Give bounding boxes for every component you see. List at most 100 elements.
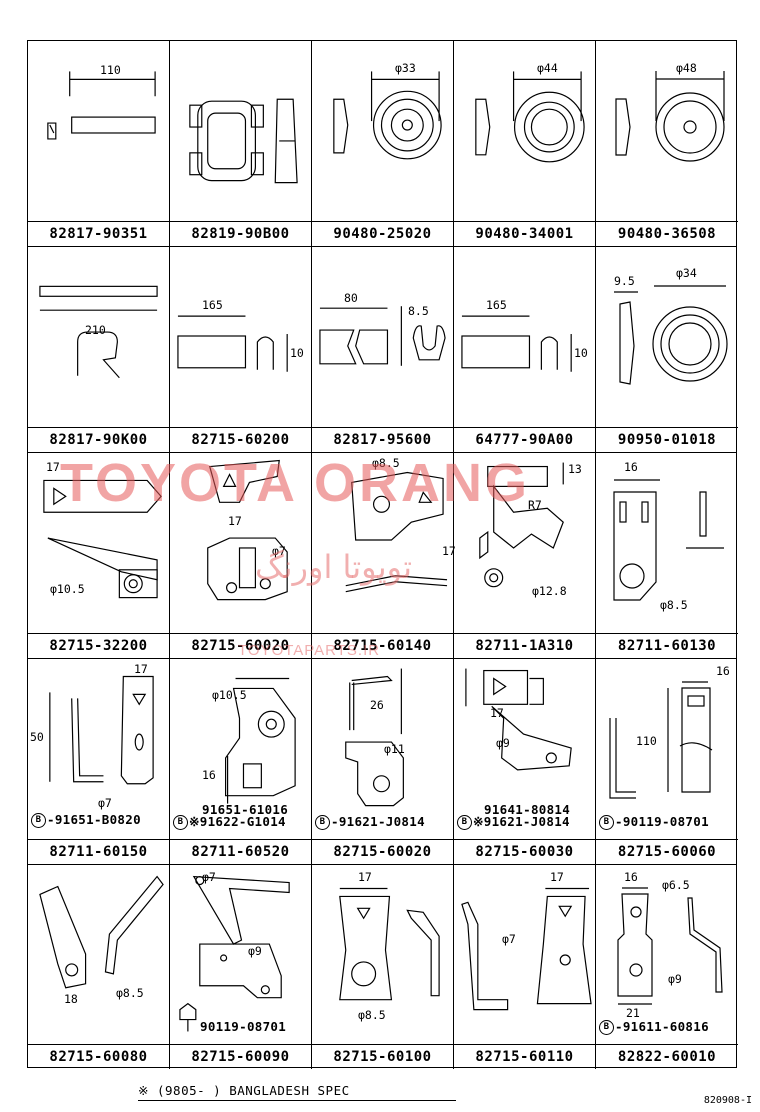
part-cell[interactable]: 16 φ8.5 82711-60130 [596, 452, 738, 658]
part-number[interactable]: 82715-60020 [170, 633, 311, 658]
dim-label: φ34 [676, 266, 697, 280]
grommet-drawing [614, 285, 728, 385]
dim-label: 16 [716, 664, 730, 678]
part-cell[interactable]: φ8.5 17 82715-60140 [312, 452, 456, 658]
dim-label: 16 [624, 460, 638, 474]
dim-label: 16 [624, 870, 638, 884]
part-cell[interactable]: 17 φ7 82715-60020 [170, 452, 312, 658]
sub-part-number[interactable]: B-91611-60816 [599, 1019, 709, 1035]
part-number[interactable]: 90480-36508 [596, 221, 738, 246]
sub-part-number[interactable]: 91651-61016 [202, 802, 289, 817]
part-number[interactable]: 90480-34001 [454, 221, 595, 246]
sub-part-number[interactable]: B-91621-J0814 [315, 814, 425, 830]
sub-part-number[interactable]: 90119-08701 [200, 1019, 287, 1034]
dim-label: φ8.5 [358, 1008, 386, 1022]
part-number[interactable]: 82715-32200 [28, 633, 169, 658]
part-number[interactable]: 82711-60520 [170, 839, 311, 864]
dim-label: φ48 [676, 61, 697, 75]
part-number[interactable]: 82715-60020 [312, 839, 453, 864]
part-drawing [28, 452, 169, 634]
part-number[interactable]: 82715-60060 [596, 839, 738, 864]
dim-label: 50 [30, 730, 44, 744]
part-cell[interactable]: φ33 90480-25020 [312, 41, 454, 246]
sub-part-number[interactable]: B-90119-08701 [599, 814, 709, 830]
part-number[interactable]: 82711-60150 [28, 839, 169, 864]
part-cell[interactable]: 110 82817-90351 [28, 41, 170, 246]
part-cell[interactable]: 210 82817-90K00 [28, 246, 170, 452]
dim-label: φ8.5 [660, 598, 688, 612]
part-drawing [454, 246, 595, 428]
weatherstrip-drawing [47, 71, 156, 140]
dim-label: 10 [574, 346, 588, 360]
catalog-row-4: 17 50 φ7 B-91651-B0820 82711-60150 φ10.5… [28, 658, 738, 864]
part-number[interactable]: 90950-01018 [596, 427, 738, 452]
dim-label: φ8.5 [116, 986, 144, 1000]
part-drawing [454, 864, 595, 1045]
sub-part-number[interactable]: B-91651-B0820 [31, 812, 141, 828]
dim-label: 8.5 [408, 304, 429, 318]
dim-label: φ8.5 [372, 456, 400, 470]
part-number[interactable]: 82822-60010 [596, 1044, 738, 1069]
part-drawing [454, 658, 595, 840]
part-number[interactable]: 82715-60090 [170, 1044, 311, 1069]
part-number[interactable]: 64777-90A00 [454, 427, 595, 452]
part-number[interactable]: 82715-60200 [170, 427, 311, 452]
circled-b-mark: B [315, 815, 330, 830]
watermark-arabic: تویوتا اورنگ [255, 548, 413, 586]
part-cell[interactable]: φ7 φ9 90119-08701 82715-60090 [170, 864, 312, 1069]
part-cell[interactable]: 17 φ10.5 82715-32200 [28, 452, 170, 658]
bracket-drawing [179, 875, 290, 1032]
part-cell[interactable]: φ48 90480-36508 [596, 41, 738, 246]
part-drawing [170, 246, 311, 428]
part-cell[interactable]: 18 φ8.5 82715-60080 [28, 864, 170, 1069]
dim-label: φ6.5 [662, 878, 690, 892]
dim-label: 110 [100, 63, 121, 77]
dim-label: 17 [550, 870, 564, 884]
part-drawing [170, 658, 311, 840]
part-number[interactable]: 82817-90351 [28, 221, 169, 246]
part-number[interactable]: 82817-95600 [312, 427, 453, 452]
part-number[interactable]: 82819-90B00 [170, 221, 311, 246]
part-drawing [312, 658, 453, 840]
part-number[interactable]: 82715-60030 [454, 839, 595, 864]
grommet-drawing [615, 71, 725, 162]
part-number[interactable]: 90480-25020 [312, 221, 453, 246]
sub-part-number[interactable]: B※91622-G1014 [173, 814, 286, 830]
part-cell[interactable]: 13 R7 φ12.8 82711-1A310 [454, 452, 596, 658]
part-cell[interactable]: 9.5 φ34 90950-01018 [596, 246, 738, 452]
part-number[interactable]: 82711-60130 [596, 633, 738, 658]
part-drawing [596, 41, 738, 222]
part-cell[interactable]: 17 50 φ7 B-91651-B0820 82711-60150 [28, 658, 170, 864]
dim-label: 165 [202, 298, 223, 312]
part-cell[interactable]: 17 φ7 82715-60110 [454, 864, 596, 1069]
part-number[interactable]: 82711-1A310 [454, 633, 595, 658]
part-cell[interactable]: φ44 90480-34001 [454, 41, 596, 246]
part-cell[interactable]: 82819-90B00 [170, 41, 312, 246]
part-cell[interactable]: 165 10 64777-90A00 [454, 246, 596, 452]
dim-label: φ7 [202, 870, 216, 884]
part-cell[interactable]: 17 φ8.5 82715-60100 [312, 864, 454, 1069]
part-number[interactable]: 82715-60110 [454, 1044, 595, 1069]
part-cell[interactable]: φ10.5 16 91651-61016 B※91622-G1014 82711… [170, 658, 312, 864]
sub-part-number[interactable]: 91641-80814 [484, 802, 571, 817]
part-number[interactable]: 82715-60140 [312, 633, 453, 658]
part-cell[interactable]: 17 φ9 91641-80814 B※91621-J0814 82715-60… [454, 658, 596, 864]
part-number[interactable]: 82715-60100 [312, 1044, 453, 1069]
part-number[interactable]: 82715-60080 [28, 1044, 169, 1069]
dim-label: φ12.8 [532, 584, 567, 598]
part-cell[interactable]: 165 10 82715-60200 [170, 246, 312, 452]
sub-part-number[interactable]: B※91621-J0814 [457, 814, 570, 830]
part-cell[interactable]: 16 110 B-90119-08701 82715-60060 [596, 658, 738, 864]
trim-strip-drawing [177, 315, 288, 372]
part-cell[interactable]: 80 8.5 82817-95600 [312, 246, 454, 452]
part-cell[interactable]: 16 φ6.5 φ9 21 B-91611-60816 82822-60010 [596, 864, 738, 1069]
part-drawing [170, 864, 311, 1045]
part-cell[interactable]: 26 φ11 B-91621-J0814 82715-60020 [312, 658, 454, 864]
part-number[interactable]: 82817-90K00 [28, 427, 169, 452]
bracket-drawing [465, 668, 572, 771]
dim-label: 80 [344, 291, 358, 305]
bracket-drawing [461, 887, 592, 1011]
dim-label: φ9 [668, 972, 682, 986]
part-drawing [596, 658, 738, 840]
part-drawing [28, 41, 169, 222]
